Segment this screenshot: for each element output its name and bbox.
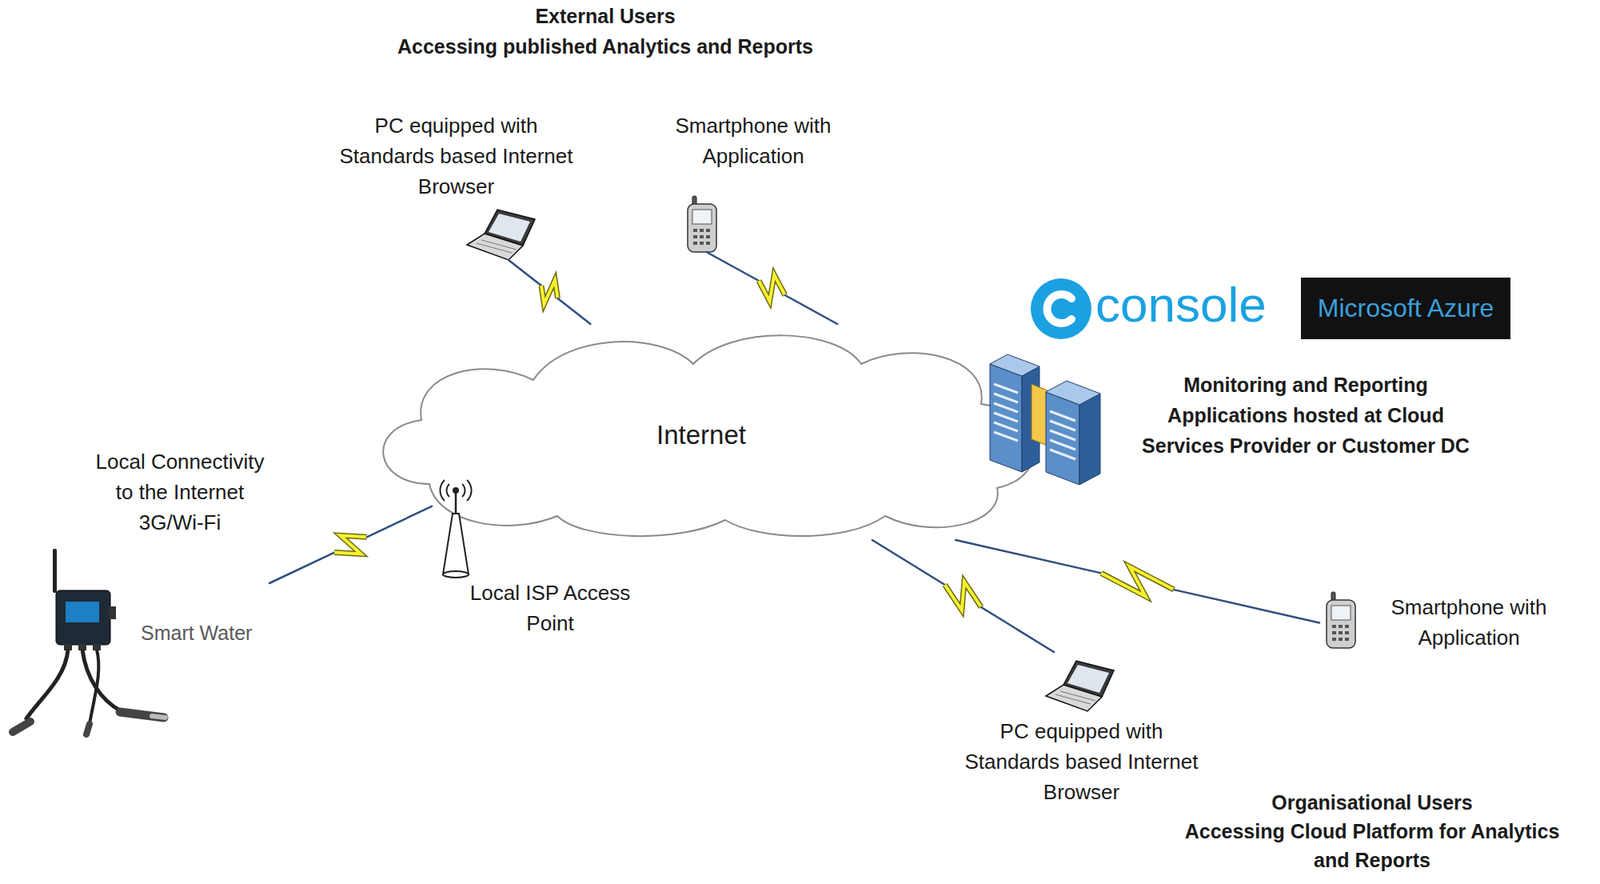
cable (89, 649, 99, 724)
node-label: PC equipped with Standards based Interne… (330, 110, 583, 202)
cloud-shape (383, 335, 1035, 536)
server-top (989, 354, 1040, 376)
link-line (706, 251, 760, 281)
server-side (1079, 393, 1101, 485)
link-line (981, 606, 1054, 652)
console-logo-mark (1030, 278, 1092, 340)
probe (86, 723, 90, 735)
wireless-link (508, 259, 591, 324)
bolt-outline (541, 279, 558, 304)
access-point: Local ISP Access Point (431, 479, 643, 644)
azure-badge (1300, 277, 1511, 340)
server-slots (993, 383, 1018, 441)
pc-device: PC equipped with Standards based Interne… (943, 651, 1220, 812)
wireless-link (269, 506, 432, 583)
laptop-icon (466, 209, 535, 260)
label-holder: Microsoft Azure (1300, 277, 1511, 340)
label-holder: Accessing Cloud Platform for Analytics a… (1172, 816, 1573, 874)
cable (25, 649, 68, 720)
link-line (269, 552, 335, 583)
server-slots (1049, 410, 1076, 459)
bolt-outline (1101, 566, 1174, 596)
label-holder: Organisational Users (1156, 787, 1589, 817)
mast (454, 490, 458, 516)
node-label: PC equipped with Standards based Interne… (955, 715, 1208, 807)
smartphone-device: Smartphone with Application (1319, 587, 1570, 658)
tower-body (442, 513, 469, 575)
side-port (108, 606, 116, 619)
antenna-tip (452, 486, 459, 494)
internet-cloud: Internet (357, 323, 1054, 540)
node-label: Smart Water (140, 619, 265, 646)
label-holder: External Users (365, 1, 846, 31)
enclosure (55, 590, 111, 645)
wireless-link (872, 539, 1054, 652)
group-heading: Organisational Users (1156, 787, 1589, 817)
link-line (785, 295, 838, 324)
cloud-platform: Monitoring and Reporting Applications ho… (989, 351, 1502, 488)
server-face (1045, 391, 1080, 485)
bolt-outline (945, 581, 982, 611)
lightning-bolt (1101, 566, 1174, 596)
phone-icon (687, 195, 717, 252)
server-icon (989, 354, 1101, 485)
lightning-bolt (541, 279, 558, 304)
logo-text: console (1095, 279, 1296, 330)
link-line (955, 539, 1102, 573)
link-line (1173, 589, 1320, 623)
gland (63, 643, 72, 651)
node-label: Smartphone with Application (657, 110, 850, 172)
link-line (557, 298, 591, 324)
group-heading: Accessing published Analytics and Report… (285, 31, 926, 61)
tower-base (442, 570, 469, 578)
logo-text: Microsoft Azure (1300, 277, 1511, 340)
group-heading: Accessing Cloud Platform for Analytics a… (1172, 816, 1573, 874)
bolt-outline (758, 274, 786, 301)
pc-device: PC equipped with Standards based Interne… (318, 111, 599, 260)
link-line (872, 539, 946, 585)
phone-icon (1326, 591, 1356, 648)
node-label: Monitoring and Reporting Applications ho… (1133, 369, 1478, 461)
lightning-bolt (334, 534, 368, 554)
cable (82, 649, 120, 711)
bolt-outline (334, 534, 368, 554)
gland (92, 643, 101, 651)
laptop-icon (1045, 660, 1114, 711)
probe (12, 721, 31, 732)
gland (78, 643, 87, 651)
logo-glyph (1047, 294, 1072, 324)
link-line (367, 506, 432, 537)
link-line (508, 259, 542, 286)
logo-circle (1030, 278, 1092, 340)
display (65, 601, 100, 623)
node-label: Smartphone with Application (1372, 591, 1565, 653)
lightning-bolt (945, 581, 982, 611)
node-label: Internet (621, 418, 782, 451)
lightning-bolt (758, 274, 786, 301)
wireless-link (706, 251, 838, 324)
probe-tip (151, 715, 166, 718)
server-top (1045, 380, 1101, 405)
smartphone-device: Smartphone with Application (657, 111, 854, 252)
label-holder: console (1095, 279, 1296, 330)
label-holder: Accessing published Analytics and Report… (285, 31, 926, 61)
group-heading: External Users (365, 1, 846, 31)
node-label: Local ISP Access Point (462, 577, 639, 639)
wireless-link (955, 539, 1320, 623)
connector-label: Local Connectivity to the Internet 3G/Wi… (87, 446, 272, 538)
sensor-device: Smart Water (11, 543, 270, 740)
antenna (52, 548, 57, 593)
server-face (989, 363, 1022, 472)
label-holder: Local Connectivity to the Internet 3G/Wi… (87, 446, 272, 538)
